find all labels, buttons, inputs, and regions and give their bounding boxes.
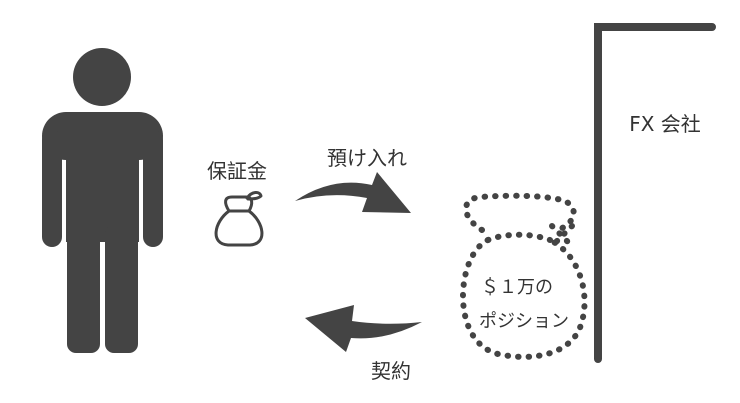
company-boundary-line (594, 23, 716, 363)
company-label: FX 会社 (629, 112, 701, 136)
arrow-right-icon (295, 172, 411, 213)
money-bag-icon (214, 191, 264, 247)
arrow-left-icon (305, 305, 422, 352)
deposit-label: 保証金 (207, 159, 267, 183)
deposit-action-label: 預け入れ (327, 146, 407, 170)
position-label: ポジション (479, 311, 569, 332)
dotted-money-bag-icon (460, 192, 588, 360)
contract-label: 契約 (371, 359, 411, 383)
person-icon (42, 48, 163, 353)
position-amount-label: ＄１万の (481, 277, 553, 298)
